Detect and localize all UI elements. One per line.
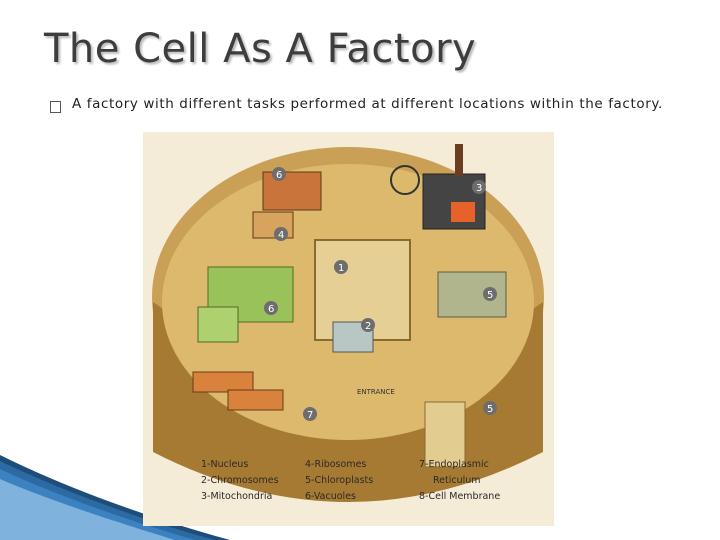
- bullet-box-icon: [50, 101, 61, 113]
- cell-factory-illustration: 1 2 3 4 5 6 7 5 6 ENTRANCE 1-Nucleus 4-R…: [143, 132, 554, 526]
- figure-label-6b: 6: [276, 170, 282, 181]
- legend-reticulum: Reticulum: [433, 475, 481, 486]
- legend-ribosomes: 4-Ribosomes: [305, 459, 366, 470]
- figure-label-5b: 5: [487, 404, 493, 415]
- bullet-text: A factory with different tasks performed…: [72, 96, 663, 112]
- figure-label-1: 1: [338, 263, 344, 274]
- legend-endoplasmic: 7-Endoplasmic: [419, 459, 489, 470]
- legend-nucleus: 1-Nucleus: [201, 459, 248, 470]
- legend-chromosomes: 2-Chromosomes: [201, 475, 279, 486]
- figure-label-7: 7: [307, 410, 313, 421]
- figure-label-2: 2: [365, 321, 371, 332]
- figure-label-5: 5: [487, 290, 493, 301]
- legend-cell-membrane: 8-Cell Membrane: [419, 491, 500, 502]
- legend-mitochondria: 3-Mitochondria: [201, 491, 272, 502]
- figure-label-6: 6: [268, 304, 274, 315]
- legend-vacuoles: 6-Vacuoles: [305, 491, 356, 502]
- figure-label-4: 4: [278, 230, 284, 241]
- legend-chloroplasts: 5-Chloroplasts: [305, 475, 373, 486]
- figure-label-3: 3: [476, 183, 482, 194]
- entrance-sign: ENTRANCE: [357, 388, 395, 396]
- corner-swoosh-decoration: [0, 455, 230, 540]
- slide-title: The Cell As A Factory: [44, 26, 477, 72]
